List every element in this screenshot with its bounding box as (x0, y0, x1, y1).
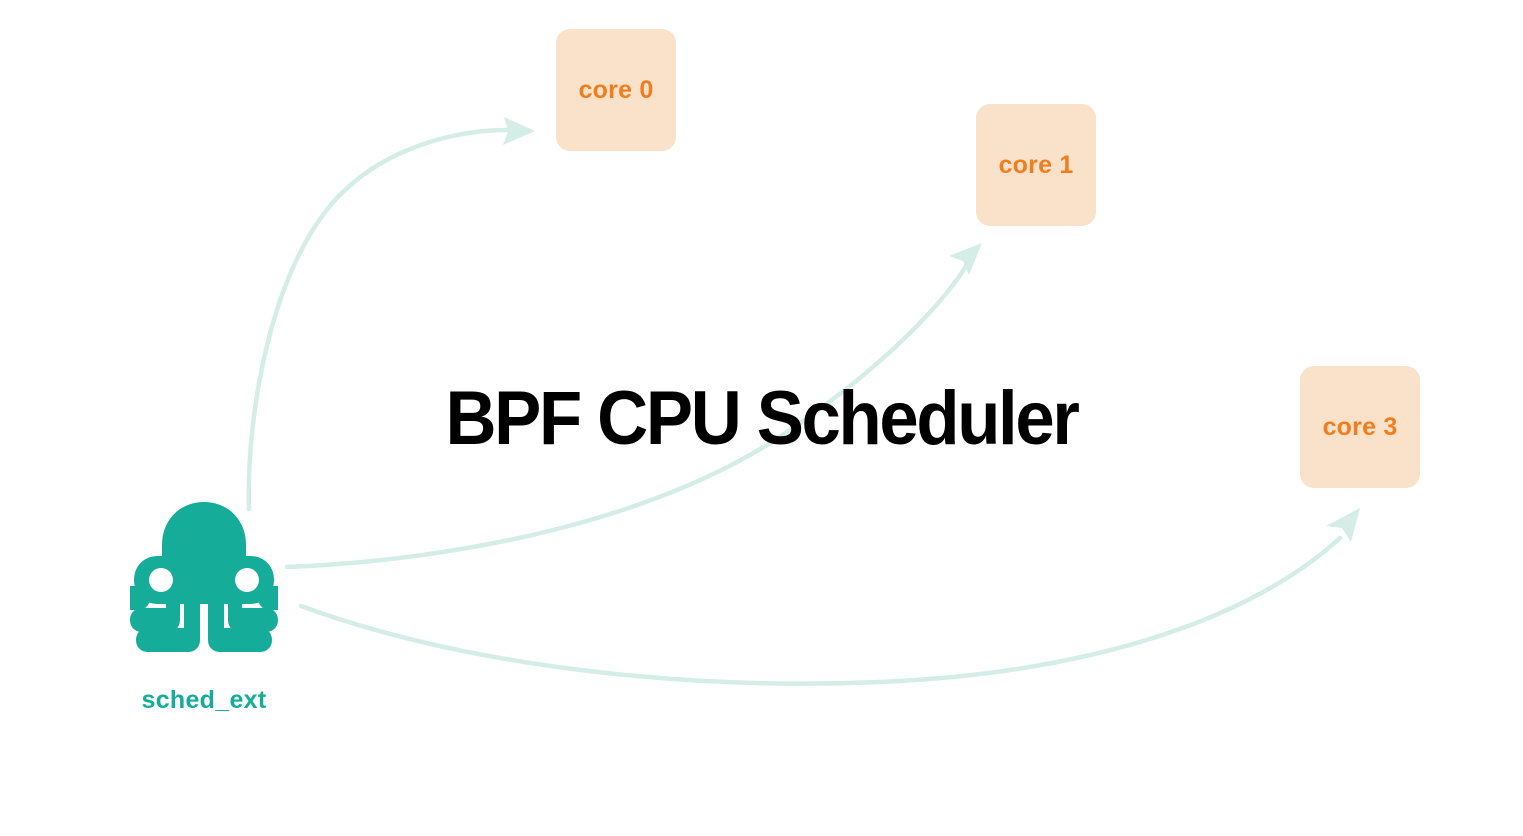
sched-ext-node[interactable]: sched_ext (104, 500, 304, 725)
core-box-0[interactable]: core 0 (556, 29, 676, 151)
core-box-label: core 1 (998, 150, 1074, 179)
core-box-label: core 3 (1322, 412, 1398, 441)
arrow-to-core-3 (298, 508, 1360, 686)
page-title: BPF CPU Scheduler (445, 376, 1079, 461)
core-box-1[interactable]: core 1 (976, 104, 1096, 226)
core-box-label: core 0 (578, 75, 654, 104)
octopus-icon (130, 502, 278, 652)
core-box-3[interactable]: core 3 (1300, 366, 1420, 488)
sched-ext-label: sched_ext (141, 686, 267, 714)
